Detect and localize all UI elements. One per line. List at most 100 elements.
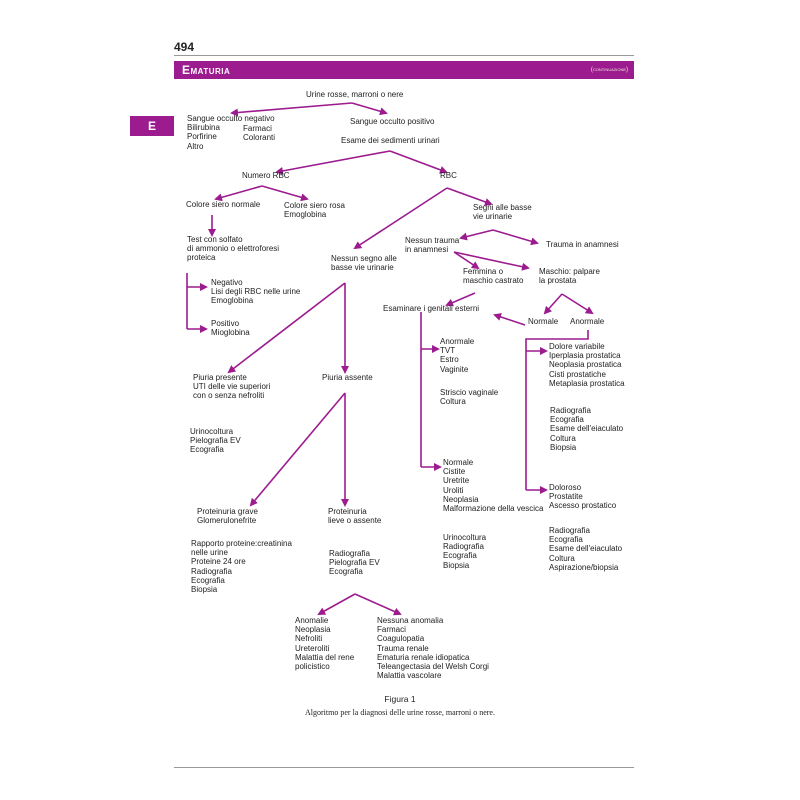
node-line: Proteinuria	[328, 507, 367, 516]
node-line: Anomalie	[295, 616, 329, 625]
node-line: Cistite	[443, 467, 466, 477]
flow-arrow	[351, 102, 388, 116]
node-line: Metaplasia prostatica	[549, 378, 625, 388]
node-line: Biopsia	[443, 560, 470, 570]
flow-arrow	[261, 185, 309, 202]
flow-arrow	[389, 150, 448, 174]
flow-arrow	[446, 187, 493, 206]
node-line: Ecografia	[550, 415, 584, 425]
node-line: UTI delle vie superiori	[193, 382, 271, 392]
node-line: Rapporto proteine:creatinina	[191, 539, 292, 548]
flow-arrow	[353, 187, 448, 250]
node-line: Nessun segno alle	[331, 254, 397, 263]
node-line: basse vie urinarie	[331, 263, 394, 273]
side-tab: E	[130, 116, 174, 136]
node-line: proteica	[187, 253, 216, 263]
node-line: Altro	[187, 141, 204, 151]
node-genitali: Esaminare i genitali esterni	[383, 304, 480, 313]
flow-arrow	[459, 229, 494, 241]
node-trauma: Trauma in anamnesi	[546, 240, 619, 249]
node-line: Normale	[443, 458, 474, 467]
figure-caption: Algoritmo per la diagnosi delle urine ro…	[305, 708, 495, 717]
section-header: Ematuria (continuazione)	[174, 61, 634, 79]
node-line: Pielografia EV	[329, 558, 380, 568]
node-sieronorm: Colore siero normale	[186, 200, 261, 209]
flow-arrow	[354, 593, 402, 616]
node-line: Estro	[440, 355, 459, 365]
node-line: Esame dell'eiaculato	[550, 424, 624, 434]
flow-arrow	[230, 102, 353, 117]
figure-label: Figura 1	[384, 694, 416, 704]
node-line: Aspirazione/biopsia	[549, 562, 619, 572]
node-line: Emoglobina	[284, 210, 327, 220]
node-line: Colore siero rosa	[284, 201, 345, 210]
node-rbc: RBC	[440, 171, 457, 180]
node-line: Trauma renale	[377, 643, 429, 653]
page-number: 494	[174, 40, 195, 54]
node-line: Teleangectasia del Welsh Corgi	[377, 662, 489, 672]
flow-arrow	[275, 150, 391, 175]
node-line: Bilirubina	[187, 123, 220, 133]
header-rule	[174, 55, 634, 56]
node-line: Neoplasia prostatica	[549, 360, 622, 370]
node-line: Ecografia	[443, 551, 477, 561]
node-line: Ecografia	[190, 445, 224, 455]
node-line: Farmaci	[243, 124, 272, 133]
node-line: Ecografia	[329, 567, 363, 577]
node-line: Negativo	[211, 278, 243, 287]
node-line: Biopsia	[550, 442, 577, 452]
node-line: Mioglobina	[211, 328, 250, 338]
node-line: Malattia vascolare	[377, 671, 442, 681]
node-line: TVT	[440, 346, 456, 356]
node-line: Coltura	[440, 397, 466, 407]
node-line: Esame dell'eiaculato	[549, 544, 623, 554]
node-line: Ascesso prostatico	[549, 501, 617, 511]
node-line: nelle urine	[191, 548, 228, 558]
node-line: Ureteroliti	[295, 643, 330, 653]
node-line: Nessuna anomalia	[377, 616, 444, 625]
node-line: Porfirine	[187, 132, 217, 142]
node-line: Dolore variabile	[549, 342, 605, 351]
node-line: Coloranti	[243, 133, 276, 143]
node-line: Nefroliti	[295, 634, 323, 644]
node-line: Positivo	[211, 319, 240, 328]
node-line: Neoplasia	[443, 494, 479, 504]
node-anormale: Anormale	[570, 317, 605, 326]
node-line: Radiografia	[443, 542, 484, 552]
node-line: Femmina o	[463, 267, 504, 276]
flow-arrow	[317, 593, 356, 615]
node-line: maschio castrato	[463, 276, 524, 286]
node-line: Proteinuria grave	[197, 507, 258, 516]
node-line: Piuria presente	[193, 373, 247, 382]
node-line: Proteine 24 ore	[191, 557, 246, 567]
flow-arrow	[445, 292, 476, 307]
node-line: Coltura	[549, 553, 575, 563]
node-line: Nessun trauma	[405, 236, 460, 245]
footer-rule	[174, 767, 634, 768]
node-line: con o senza nefroliti	[193, 391, 265, 401]
node-line: Cisti prostatiche	[549, 369, 606, 379]
node-line: Ecografia	[549, 535, 583, 545]
node-line: Glomerulonefrite	[197, 516, 257, 526]
continued-label: (continuazione)	[590, 67, 628, 73]
node-line: vie urinarie	[473, 212, 513, 222]
node-line: Neoplasia	[295, 625, 331, 635]
node-pos: Sangue occulto positivo	[350, 117, 435, 126]
node-line: Urinocoltura	[443, 533, 487, 542]
node-line: Uroliti	[443, 485, 464, 495]
node-line: Radiografia	[191, 566, 232, 576]
